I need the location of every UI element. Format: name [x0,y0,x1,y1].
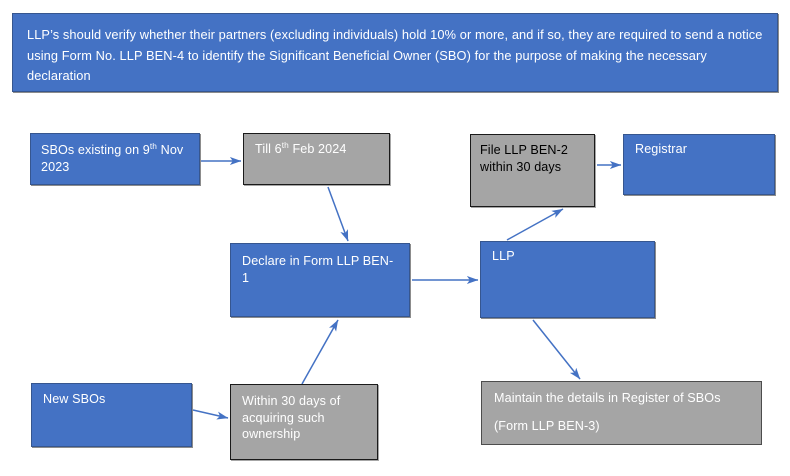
ordinal-suffix: th [281,139,289,150]
header-banner-text: LLP’s should verify whether their partne… [27,27,767,84]
node-within-30-days-label: Within 30 days of acquiring such ownersh… [242,394,344,442]
node-llp-label: LLP [492,249,515,263]
node-till-feb-2024[interactable]: Till 6th Feb 2024 [243,133,390,185]
node-sbos-existing[interactable]: SBOs existing on 9th Nov 2023 [30,133,200,185]
node-llp[interactable]: LLP [480,241,655,318]
node-file-llp-ben2[interactable]: File LLP BEN-2 within 30 days [470,134,595,207]
ordinal-suffix: th [149,140,158,151]
arrow-till-to-declare [327,186,349,242]
node-maintain-register-line2: (Form LLP BEN-3) [494,418,600,433]
node-new-sbos-label: New SBOs [43,392,106,406]
node-sbos-existing-label: SBOs existing on 9th Nov 2023 [41,140,187,174]
node-maintain-register[interactable]: Maintain the details in Register of SBOs… [481,381,762,445]
node-registrar-label: Registrar [635,142,687,156]
header-banner: LLP’s should verify whether their partne… [12,13,778,92]
arrow-llp-to-fileben2 [506,208,564,241]
node-maintain-register-line1: Maintain the details in Register of SBOs [494,391,721,405]
node-declare-form-llp-ben1[interactable]: Declare in Form LLP BEN-1 [230,243,410,317]
node-new-sbos[interactable]: New SBOs [31,383,192,447]
arrow-newsbos-to-within [192,409,229,420]
node-within-30-days[interactable]: Within 30 days of acquiring such ownersh… [230,384,378,460]
arrow-llp-to-maintain [532,319,581,380]
node-till-feb-2024-label: Till 6th Feb 2024 [255,139,347,156]
node-registrar[interactable]: Registrar [623,134,775,195]
node-declare-form-llp-ben1-label: Declare in Form LLP BEN-1 [242,254,394,285]
node-file-llp-ben2-label: File LLP BEN-2 within 30 days [480,143,572,174]
arrow-within-to-declare [301,319,339,385]
